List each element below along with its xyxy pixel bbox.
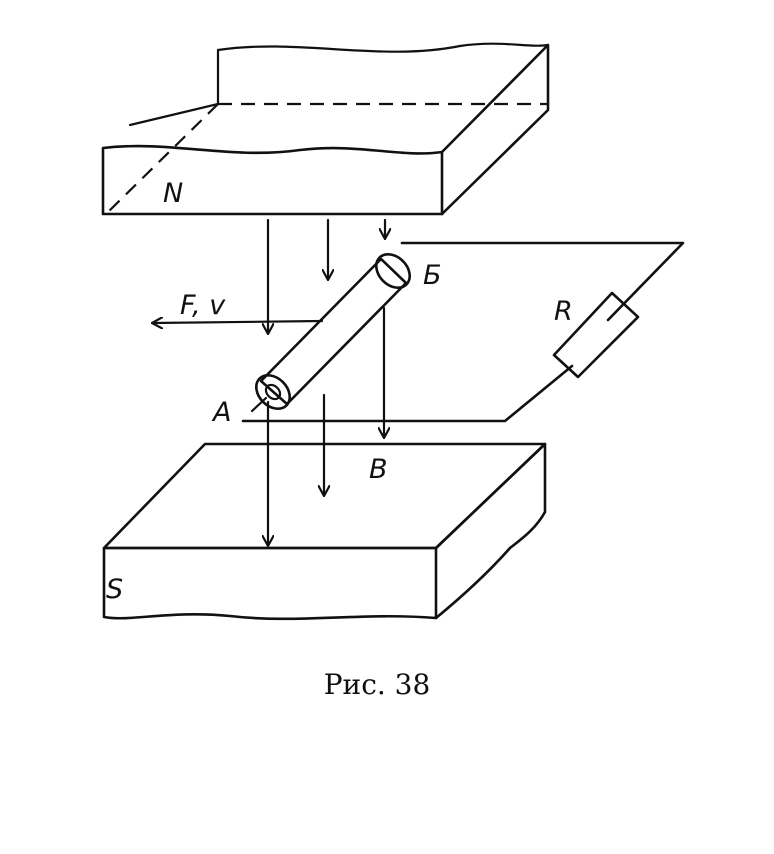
end-b-label: Б (423, 260, 442, 291)
resistor-label: R (554, 296, 573, 327)
figure-caption: Рис. 38 (323, 668, 431, 701)
force-velocity-label: F, v (180, 290, 226, 321)
south-magnet (102, 442, 547, 621)
resistor (552, 291, 640, 379)
end-a-label: A (211, 397, 231, 428)
field-label: B (369, 454, 388, 485)
north-pole-label: N (163, 178, 183, 209)
force-velocity-arrow (153, 321, 324, 323)
field-lines (268, 218, 385, 545)
north-magnet (101, 42, 550, 216)
rail-circuit (241, 241, 685, 423)
south-pole-label: S (106, 574, 123, 605)
conducting-rod (250, 253, 411, 413)
